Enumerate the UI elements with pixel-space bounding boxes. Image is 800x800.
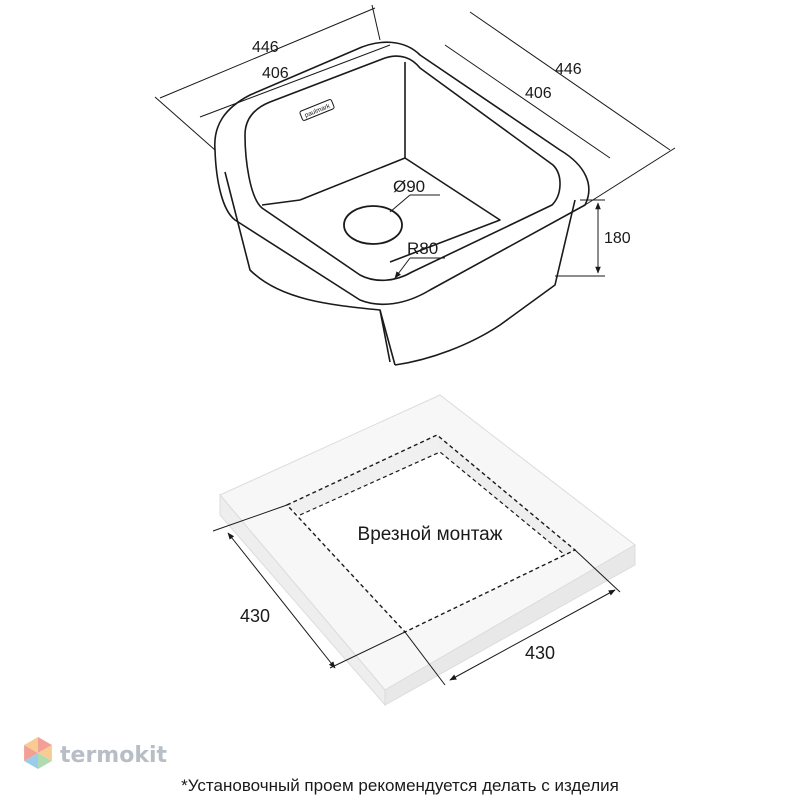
drain-hole — [343, 205, 403, 245]
sink-bowl-floor — [299, 157, 501, 263]
leader-drain — [389, 194, 411, 213]
ext-line-d — [212, 504, 288, 532]
termokit-logo: termokit — [24, 737, 167, 769]
cutout-dimensions — [212, 504, 621, 686]
ext-line-b — [371, 4, 381, 41]
sink-drawing: paulmark — [214, 41, 590, 366]
dim-line-cutout-width — [227, 532, 336, 669]
logo-plate: paulmark — [299, 99, 335, 121]
sink-body-front — [394, 199, 576, 366]
ext-line-e — [329, 631, 406, 669]
sink-dimensions — [154, 4, 676, 279]
dim-line-outer-width — [159, 7, 376, 99]
label-outer-width: 446 — [252, 39, 279, 56]
label-drain-diameter: Ø90 — [393, 177, 425, 196]
label-corner-radius: R80 — [407, 239, 438, 258]
dim-line-outer-depth — [469, 11, 671, 151]
label-cutout-depth: 430 — [525, 643, 555, 663]
ext-line-c — [584, 147, 676, 206]
sink-body-left — [224, 171, 396, 366]
sink-rim-outline — [214, 41, 590, 306]
sink-bowl-opening — [244, 55, 561, 282]
label-outer-depth: 446 — [555, 61, 582, 78]
termokit-hex-icon — [24, 737, 52, 769]
sink-body-corner — [379, 309, 391, 363]
leader-radius — [394, 257, 411, 279]
cutout-inner-dashed — [299, 451, 566, 556]
label-cutout-width: 430 — [240, 606, 270, 626]
ext-line-g — [574, 549, 621, 593]
dim-line-inner-depth — [444, 44, 611, 159]
label-cutout-title: Врезной монтаж — [358, 524, 503, 545]
label-inner-width: 406 — [262, 65, 289, 82]
ext-line-a — [154, 96, 216, 151]
countertop-slab — [219, 394, 636, 707]
dim-line-inner-width — [199, 44, 391, 118]
label-inner-depth: 406 — [525, 85, 552, 102]
bowl-left-edge — [261, 199, 301, 206]
installation-footnote: *Установочный проем рекомендуется делать… — [181, 776, 619, 795]
ext-line-f — [404, 631, 446, 686]
dim-line-cutout-depth — [449, 589, 616, 681]
cutout-wall-back-right — [437, 435, 575, 555]
cutout-wall-back-left — [287, 435, 440, 515]
label-bowl-height: 180 — [604, 230, 631, 247]
termokit-brand-name: termokit — [60, 743, 167, 768]
